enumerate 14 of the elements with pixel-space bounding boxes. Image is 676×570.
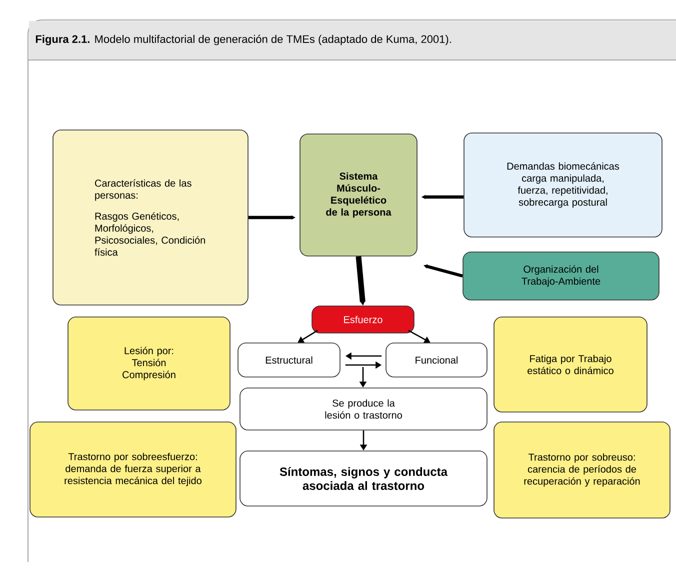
info-box: Fatiga por Trabajo estático o dinámico <box>494 316 648 412</box>
figure-title: Figura 2.1. Modelo multifactorial de generación de TMEs (adaptado de Kuma, 2001). <box>36 34 451 46</box>
process-box: Esfuerzo <box>312 306 414 334</box>
info-box: Trastorno por sobreesfuerzo: demanda de fuerza superior a resistencia mecánica del tejido <box>30 422 236 518</box>
info-box: Demandas biomecánicas carga manipulada, fuerza, repetitividad, sobrecarga postural <box>464 132 662 238</box>
info-box: Características de las personas: Rasgos Genéticos, Morfológicos, Psicosociales, Condición física <box>52 130 248 306</box>
process-box: Estructural <box>238 342 340 378</box>
process-box: Se produce la lesión o trastorno <box>240 388 488 430</box>
process-box: Sistema Músculo-Esquelético de la persona <box>300 134 418 256</box>
info-box: Lesión por: Tensión Compresión <box>68 316 230 410</box>
info-box: Organización del Trabajo-Ambiente <box>462 252 660 300</box>
process-box: Síntomas, signos y conducta asociada al trastorno <box>240 450 488 506</box>
info-box: Trastorno por sobreuso: carencia de períodos de recuperación y reparación <box>494 422 670 518</box>
process-box: Funcional <box>386 342 488 378</box>
